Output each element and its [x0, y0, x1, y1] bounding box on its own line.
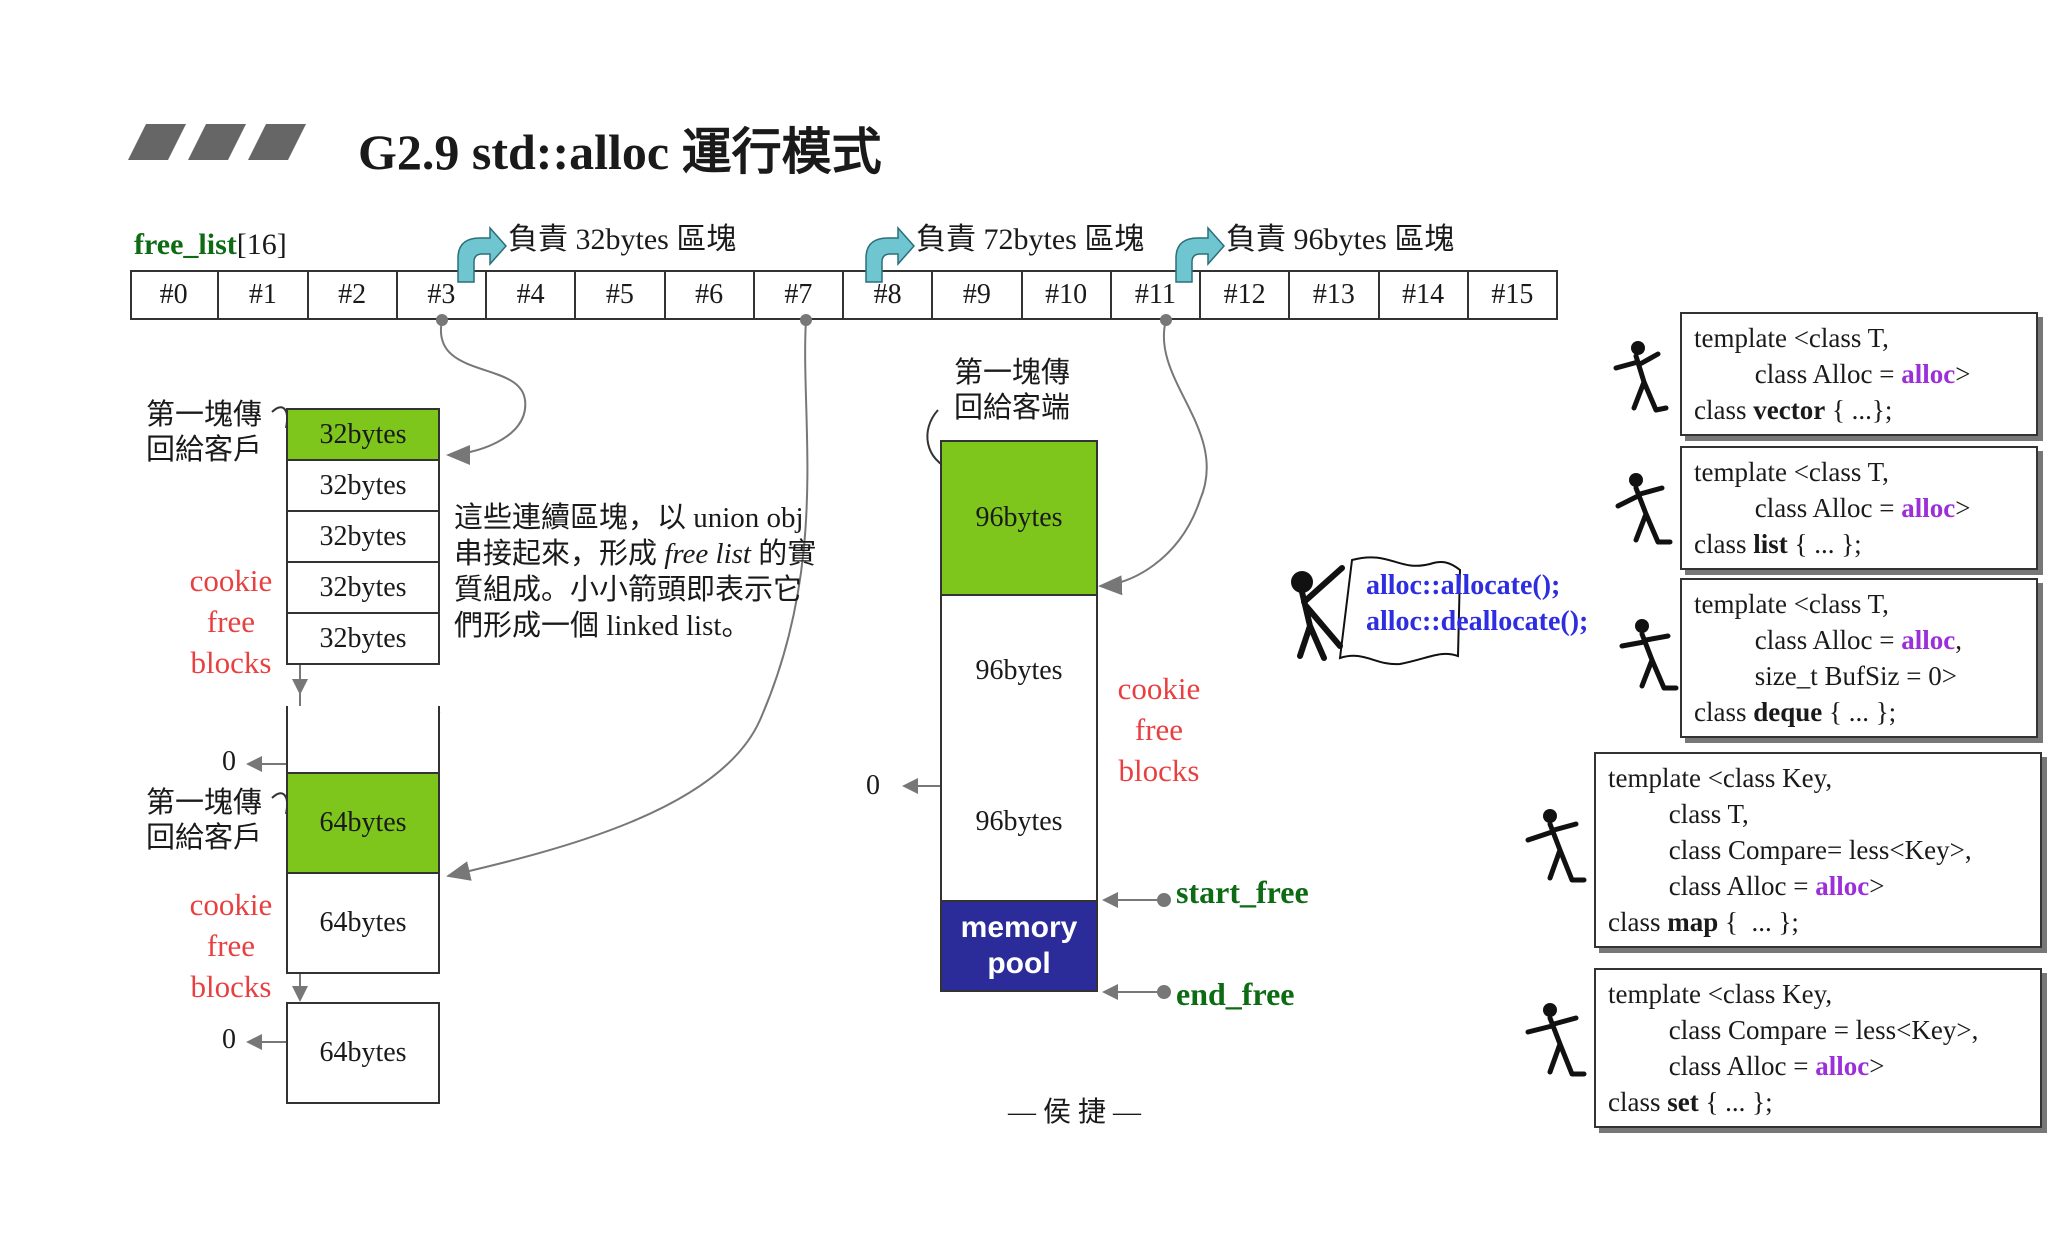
block-64: 64bytes: [286, 872, 440, 974]
null-label-2: 0: [222, 1024, 236, 1055]
code-line: class set { ... };: [1608, 1087, 1773, 1117]
cookie-free-label-1: cookie free blocks: [189, 563, 273, 680]
code-line: class list { ... };: [1694, 529, 1862, 559]
block-32: 32bytes: [286, 510, 440, 563]
code-line: template <class Key,: [1608, 763, 1833, 793]
curved-arrow-icon-11: [1175, 226, 1226, 283]
responsibility-label-32: 負責 32bytes 區塊: [508, 223, 737, 256]
responsibility-label-72: 負責 72bytes 區塊: [916, 223, 1145, 256]
code-box: template <class T, class Alloc = alloc> c…: [1680, 312, 2038, 436]
end-free-label: end_free: [1176, 976, 1295, 1012]
memory-pool-block: memory pool: [940, 900, 1098, 992]
code-line: template <class T,: [1694, 457, 1889, 487]
code-box: template <class T, class Alloc = alloc> c…: [1680, 446, 2038, 570]
free-list-cell: #3: [398, 270, 487, 320]
code-line: class Alloc = alloc>: [1608, 1051, 1885, 1081]
dancer-figure-icon-2: [1615, 473, 1673, 545]
free-list-cell: #1: [219, 270, 309, 320]
code-box: template <class Key, class T, class Comp…: [1594, 752, 2042, 948]
block-64: 64bytes: [286, 1002, 440, 1104]
block-32: 32bytes: [286, 561, 440, 614]
author-footer: — 侯 捷 —: [1008, 1097, 1142, 1128]
block-96: 96bytes: [940, 594, 1098, 748]
dancer-figure-icon-1: [1613, 341, 1669, 413]
code-line: class map { ... };: [1608, 907, 1799, 937]
first-block-label-2: 第一塊傳 回給客戶: [146, 787, 263, 854]
code-line: class Alloc = alloc,: [1694, 625, 1962, 655]
code-line: class Alloc = alloc>: [1694, 493, 1971, 523]
explanation-line: 這些連續區塊，以 union obj: [454, 502, 804, 534]
flag-text-deallocate: alloc::deallocate();: [1366, 606, 1589, 637]
null-label-middle: 0: [866, 770, 880, 801]
free-list-cell: #4: [487, 270, 577, 320]
curved-arrow-icon-8: [865, 226, 916, 283]
free-list-cell: #2: [309, 270, 398, 320]
code-line: class Compare= less<Key>,: [1608, 835, 1972, 865]
title-decoration: [128, 124, 306, 160]
cookie-free-label-2: cookie free blocks: [189, 887, 273, 1004]
explanation-line: 串接起來，形成 free list 的實: [454, 538, 817, 570]
code-line: class T,: [1608, 799, 1749, 829]
code-line: template <class T,: [1694, 323, 1889, 353]
block-32-first: 32bytes: [286, 408, 440, 461]
block-96-first: 96bytes: [940, 440, 1098, 596]
free-list-cell: #5: [576, 270, 666, 320]
block-32: 32bytes: [286, 459, 440, 512]
code-box: template <class T, class Alloc = alloc, …: [1680, 578, 2038, 738]
free-list-cell: #13: [1290, 270, 1380, 320]
page-title: G2.9 std::alloc 運行模式: [358, 124, 882, 180]
null-label-1: 0: [222, 746, 236, 777]
dancer-figure-icon-4: [1525, 809, 1587, 883]
break-block-32: [286, 706, 440, 774]
code-line: size_t BufSiz = 0>: [1694, 661, 1957, 691]
code-line: class vector { ...};: [1694, 395, 1893, 425]
code-line: class Alloc = alloc>: [1608, 871, 1885, 901]
free-list-cell: #9: [933, 270, 1023, 320]
code-box: template <class Key, class Compare = les…: [1594, 968, 2042, 1128]
free-list-cell: #12: [1201, 270, 1291, 320]
dancer-figure-icon-3: [1619, 619, 1679, 691]
cookie-free-label-middle: cookie free blocks: [1117, 671, 1201, 788]
free-list-cell: #7: [755, 270, 844, 320]
first-block-label-1: 第一塊傳 回給客戶: [146, 399, 263, 466]
code-line: class Alloc = alloc>: [1694, 359, 1971, 389]
first-block-label-middle: 第一塊傳 回給客端: [954, 357, 1071, 424]
code-line: class Compare = less<Key>,: [1608, 1015, 1979, 1045]
free-list-label: free_list[16]: [134, 228, 287, 261]
start-free-label: start_free: [1176, 874, 1309, 910]
free-list-array: [130, 270, 1558, 320]
code-line: template <class Key,: [1608, 979, 1833, 1009]
free-list-cell: #6: [666, 270, 755, 320]
code-line: template <class T,: [1694, 589, 1889, 619]
free-list-cell: #14: [1380, 270, 1469, 320]
block-32: 32bytes: [286, 612, 440, 665]
free-list-cell: #15: [1469, 270, 1558, 320]
free-list-cell: #10: [1023, 270, 1112, 320]
responsibility-label-96: 負責 96bytes 區塊: [1226, 223, 1455, 256]
dancer-figure-icon-5: [1525, 1003, 1587, 1077]
explanation-text: 這些連續區塊，以 union obj 串接起來，形成 free list 的實質組…: [454, 500, 816, 644]
code-line: class deque { ... };: [1694, 697, 1897, 727]
stick-figure-flag-icon: [1291, 556, 1462, 666]
explanation-line: 質組成。小小箭頭即表示它: [454, 574, 803, 606]
block-64-first: 64bytes: [286, 772, 440, 874]
free-list-cell: #11: [1112, 270, 1201, 320]
block-96: 96bytes: [940, 746, 1098, 902]
free-list-cell: #8: [844, 270, 934, 320]
flag-text-allocate: alloc::allocate();: [1366, 570, 1561, 601]
curved-arrow-icon-3: [457, 226, 508, 283]
free-list-cell: #0: [130, 270, 220, 320]
explanation-line: 們形成一個 linked list。: [454, 610, 751, 642]
